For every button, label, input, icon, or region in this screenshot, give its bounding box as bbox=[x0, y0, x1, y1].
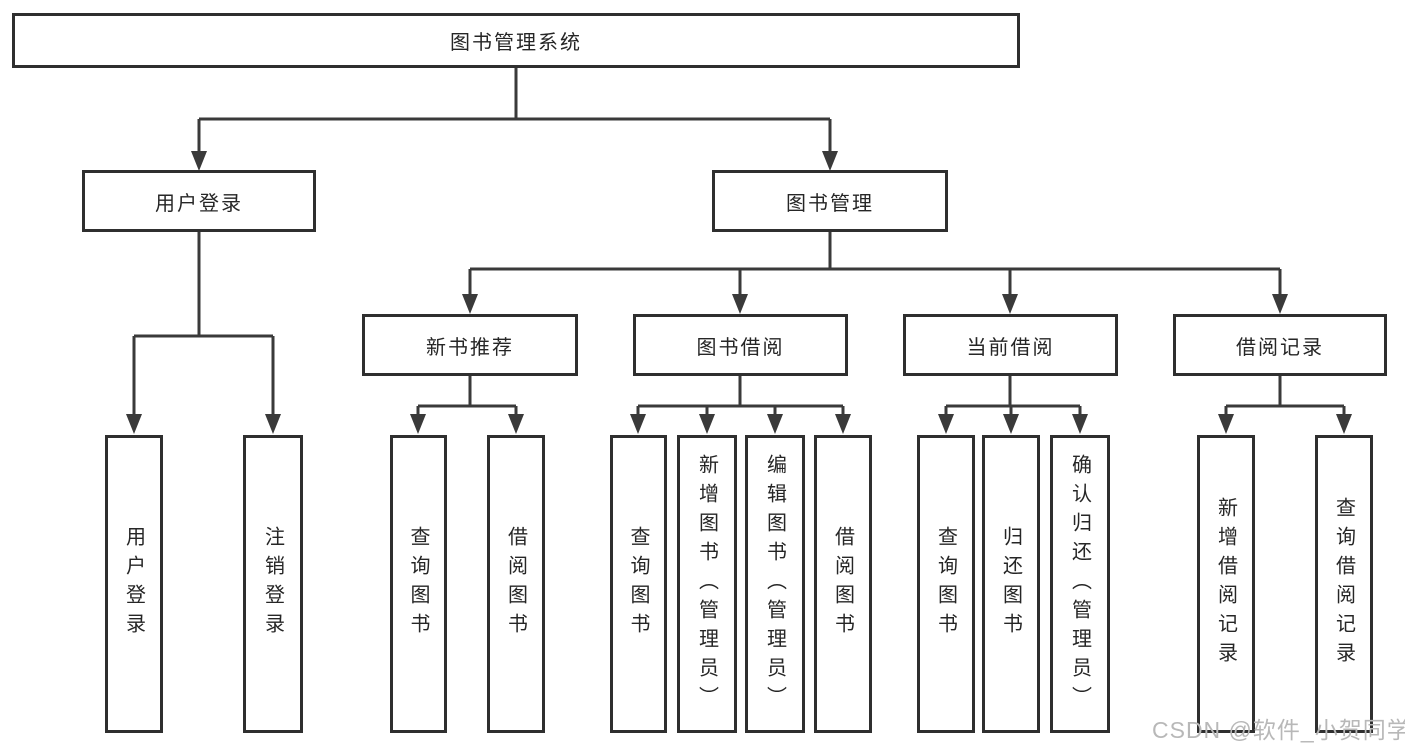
leaf-borrow-books-2-label: 借阅图书 bbox=[831, 526, 854, 642]
leaf-edit-book-admin: 编辑图书（管理员） bbox=[745, 435, 805, 733]
arrowhead-leaf-query-borrow-record bbox=[1336, 414, 1352, 434]
connector-borrow-records-to-leaves bbox=[1224, 376, 1346, 416]
node-book-borrow: 图书借阅 bbox=[633, 314, 848, 376]
arrowhead-leaf-query-books-1 bbox=[410, 414, 426, 434]
node-new-book-recommend: 新书推荐 bbox=[362, 314, 578, 376]
leaf-query-books-3: 查询图书 bbox=[917, 435, 975, 733]
leaf-query-books-2-label: 查询图书 bbox=[627, 526, 649, 642]
node-user-login: 用户登录 bbox=[82, 170, 316, 232]
leaf-query-books-1-label: 查询图书 bbox=[407, 526, 429, 642]
leaf-confirm-return-admin: 确认归还（管理员） bbox=[1050, 435, 1110, 733]
leaf-query-borrow-record: 查询借阅记录 bbox=[1315, 435, 1373, 733]
leaf-add-book-admin-label: 新增图书（管理员） bbox=[695, 453, 718, 715]
leaf-return-book: 归还图书 bbox=[982, 435, 1040, 733]
leaf-query-books-3-label: 查询图书 bbox=[934, 526, 957, 642]
arrowhead-leaf-add-borrow-record bbox=[1218, 414, 1234, 434]
leaf-logout: 注销登录 bbox=[243, 435, 303, 733]
leaf-add-borrow-record-label: 新增借阅记录 bbox=[1214, 497, 1237, 671]
leaf-edit-book-admin-label: 编辑图书（管理员） bbox=[763, 453, 786, 715]
connector-root-to-level2 bbox=[197, 68, 832, 153]
arrowhead-leaf-borrow-books-1 bbox=[508, 414, 524, 434]
connector-new-book-recommend-to-leaves bbox=[416, 376, 518, 416]
arrowhead-leaf-query-books-3 bbox=[938, 414, 954, 434]
connector-book-management-to-level3 bbox=[468, 232, 1282, 296]
arrowhead-book-borrow bbox=[732, 294, 748, 314]
arrowhead-leaf-edit-book bbox=[767, 414, 783, 434]
arrowhead-book-management bbox=[822, 151, 838, 171]
arrowhead-user-login bbox=[191, 151, 207, 171]
arrowhead-leaf-return-book bbox=[1003, 414, 1019, 434]
leaf-borrow-books-1: 借阅图书 bbox=[487, 435, 545, 733]
arrowhead-leaf-user-login bbox=[126, 414, 142, 434]
leaf-confirm-return-admin-label: 确认归还（管理员） bbox=[1068, 453, 1091, 715]
leaf-user-login-label: 用户登录 bbox=[122, 526, 145, 642]
leaf-query-borrow-record-label: 查询借阅记录 bbox=[1332, 497, 1355, 671]
node-borrow-records: 借阅记录 bbox=[1173, 314, 1387, 376]
arrowhead-new-book-recommend bbox=[462, 294, 478, 314]
leaf-user-login: 用户登录 bbox=[105, 435, 163, 733]
leaf-query-books-2: 查询图书 bbox=[610, 435, 667, 733]
connector-current-borrow-to-leaves bbox=[944, 376, 1082, 416]
leaf-borrow-books-1-label: 借阅图书 bbox=[504, 526, 527, 642]
arrowhead-leaf-logout bbox=[265, 414, 281, 434]
arrowhead-borrow-records bbox=[1272, 294, 1288, 314]
node-root: 图书管理系统 bbox=[12, 13, 1020, 68]
leaf-add-book-admin: 新增图书（管理员） bbox=[677, 435, 737, 733]
leaf-add-borrow-record: 新增借阅记录 bbox=[1197, 435, 1255, 733]
leaf-query-books-1: 查询图书 bbox=[390, 435, 447, 733]
leaf-logout-label: 注销登录 bbox=[261, 526, 284, 642]
node-current-borrow: 当前借阅 bbox=[903, 314, 1118, 376]
arrowhead-leaf-query-books-2 bbox=[630, 414, 646, 434]
arrowhead-leaf-borrow-books-2 bbox=[835, 414, 851, 434]
arrowhead-current-borrow bbox=[1002, 294, 1018, 314]
arrowhead-leaf-add-book bbox=[699, 414, 715, 434]
leaf-return-book-label: 归还图书 bbox=[999, 526, 1022, 642]
leaf-borrow-books-2: 借阅图书 bbox=[814, 435, 872, 733]
arrowhead-leaf-confirm-return bbox=[1072, 414, 1088, 434]
connector-user-login-to-leaves bbox=[132, 232, 275, 416]
connector-book-borrow-to-leaves bbox=[636, 376, 845, 416]
node-book-management: 图书管理 bbox=[712, 170, 948, 232]
